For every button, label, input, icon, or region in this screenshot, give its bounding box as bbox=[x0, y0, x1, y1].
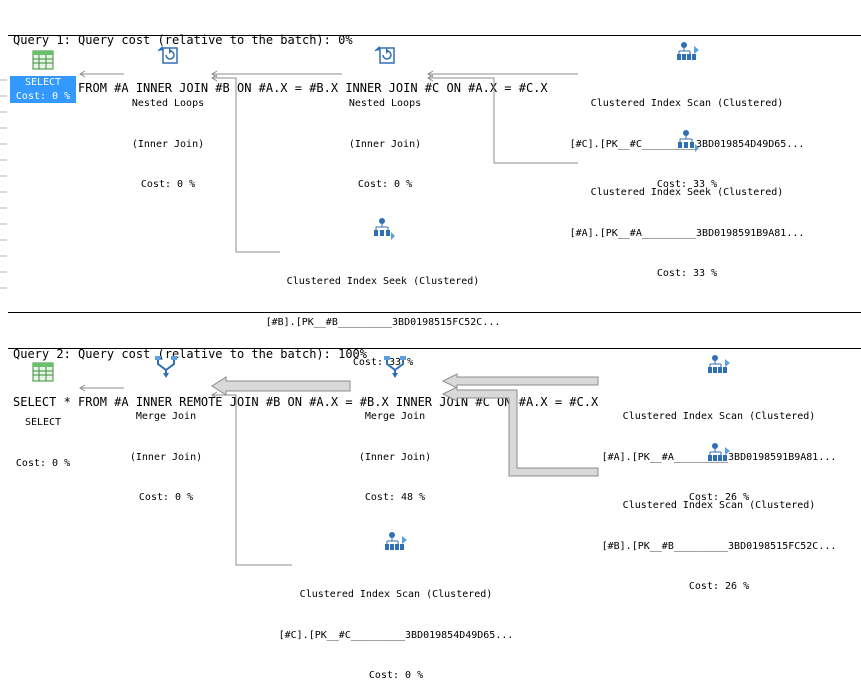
op-subtitle: [#B].[PK__#B_________3BD0198515FC52C... bbox=[601, 540, 837, 552]
op-cost: Cost: 33 % bbox=[656, 268, 718, 279]
select-label: SELECT bbox=[24, 417, 62, 428]
op-title: Nested Loops bbox=[348, 98, 422, 109]
query1-flow-arrows bbox=[79, 70, 578, 253]
q1-seek-b[interactable]: Clustered Index Seek (Clustered) [#B].[P… bbox=[266, 248, 501, 383]
merge-join-icon[interactable] bbox=[154, 354, 178, 378]
op-title: Clustered Index Seek (Clustered) bbox=[590, 187, 784, 198]
op-cost: Cost: 33 % bbox=[656, 179, 718, 190]
q2-select-node[interactable]: SELECT Cost: 0 % bbox=[16, 389, 70, 484]
query2-divider bbox=[8, 348, 861, 349]
select-cost: Cost: 0 % bbox=[15, 90, 71, 102]
select-icon[interactable] bbox=[31, 48, 55, 72]
op-subtitle: (Inner Join) bbox=[348, 138, 422, 150]
op-subtitle: (Inner Join) bbox=[129, 451, 203, 463]
op-title: Clustered Index Scan (Clustered) bbox=[590, 98, 784, 109]
select-icon[interactable] bbox=[31, 360, 55, 384]
nested-loops-icon[interactable] bbox=[156, 42, 180, 66]
query2-top-divider bbox=[8, 312, 861, 313]
op-title: Clustered Index Scan (Clustered) bbox=[299, 589, 493, 600]
op-cost: Cost: 33 % bbox=[352, 357, 414, 368]
op-cost: Cost: 48 % bbox=[364, 492, 426, 503]
op-title: Clustered Index Seek (Clustered) bbox=[286, 276, 480, 287]
q2-scan-b[interactable]: Clustered Index Scan (Clustered) [#B].[P… bbox=[602, 472, 837, 607]
op-title: Clustered Index Scan (Clustered) bbox=[622, 411, 816, 422]
op-cost: Cost: 0 % bbox=[140, 179, 196, 190]
q1-nested-loops-2[interactable]: Nested Loops (Inner Join) Cost: 0 % bbox=[349, 70, 421, 205]
clustered-index-seek-icon[interactable] bbox=[372, 216, 396, 240]
splitter-hatch bbox=[0, 79, 7, 289]
query2-title: Query 2: Query cost (relative to the bat… bbox=[13, 347, 368, 361]
select-node-selected[interactable]: SELECT Cost: 0 % bbox=[10, 76, 76, 103]
nested-loops-icon[interactable] bbox=[373, 42, 397, 66]
clustered-index-scan-icon[interactable] bbox=[384, 530, 408, 554]
op-cost: Cost: 0 % bbox=[357, 179, 413, 190]
op-cost: Cost: 26 % bbox=[688, 492, 750, 503]
op-subtitle: [#C].[PK__#C_________3BD019854D49D65... bbox=[278, 629, 514, 641]
op-subtitle: (Inner Join) bbox=[358, 451, 432, 463]
query2-flow-arrows bbox=[79, 373, 599, 566]
select-cost: Cost: 0 % bbox=[15, 457, 71, 469]
clustered-index-scan-icon[interactable] bbox=[676, 40, 700, 64]
query1-title: Query 1: Query cost (relative to the bat… bbox=[13, 33, 353, 47]
merge-join-icon[interactable] bbox=[383, 354, 407, 378]
op-subtitle: [#B].[PK__#B_________3BD0198515FC52C... bbox=[265, 316, 501, 328]
select-label: SELECT bbox=[24, 77, 62, 88]
op-cost: Cost: 0 % bbox=[138, 492, 194, 503]
q2-merge-join-2[interactable]: Merge Join (Inner Join) Cost: 48 % bbox=[359, 383, 431, 518]
q1-seek-a[interactable]: Clustered Index Seek (Clustered) [#A].[P… bbox=[570, 159, 805, 294]
op-subtitle: (Inner Join) bbox=[131, 138, 205, 150]
q2-merge-join-1[interactable]: Merge Join (Inner Join) Cost: 0 % bbox=[130, 383, 202, 518]
query1-divider bbox=[8, 35, 861, 36]
query2-sql: SELECT * FROM #A INNER REMOTE JOIN #B ON… bbox=[13, 395, 599, 409]
clustered-index-scan-icon[interactable] bbox=[707, 441, 731, 465]
query2-header: Query 2: Query cost (relative to the bat… bbox=[0, 314, 861, 426]
op-subtitle: [#A].[PK__#A_________3BD0198591B9A81... bbox=[569, 227, 805, 239]
op-cost: Cost: 0 % bbox=[368, 670, 424, 681]
op-title: Merge Join bbox=[364, 411, 426, 422]
op-title: Merge Join bbox=[135, 411, 197, 422]
q1-nested-loops-1[interactable]: Nested Loops (Inner Join) Cost: 0 % bbox=[132, 70, 204, 205]
op-title: Clustered Index Scan (Clustered) bbox=[622, 500, 816, 511]
op-cost: Cost: 26 % bbox=[688, 581, 750, 592]
clustered-index-seek-icon[interactable] bbox=[676, 128, 700, 152]
op-title: Nested Loops bbox=[131, 98, 205, 109]
clustered-index-scan-icon[interactable] bbox=[707, 353, 731, 377]
q2-scan-c[interactable]: Clustered Index Scan (Clustered) [#C].[P… bbox=[279, 561, 514, 696]
